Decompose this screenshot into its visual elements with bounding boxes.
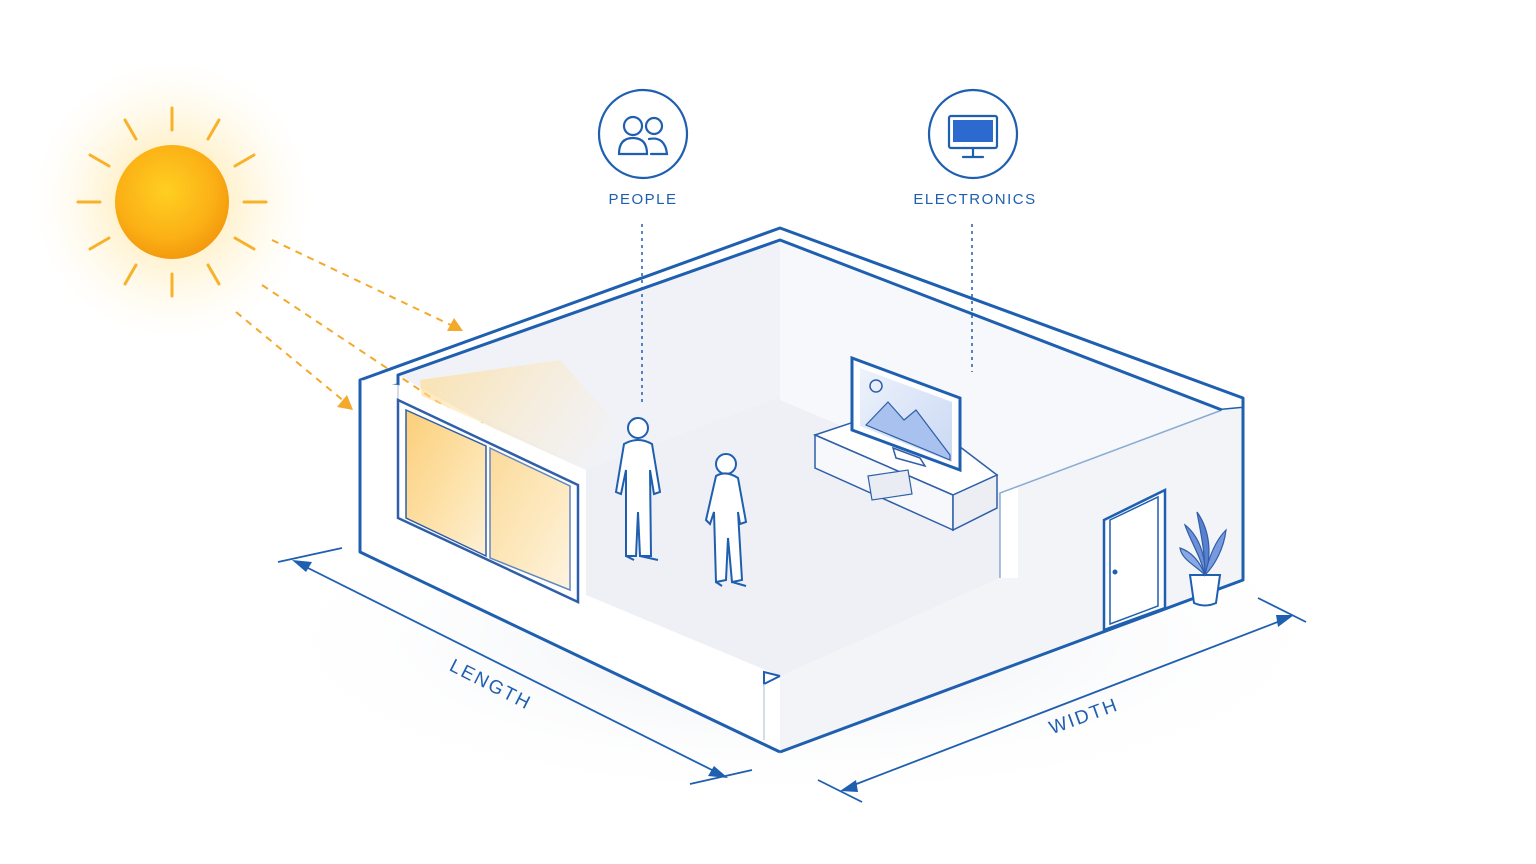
people-label: PEOPLE (608, 191, 677, 208)
sun-rays (235, 239, 481, 431)
person-man (614, 417, 662, 561)
width-dimension (817, 597, 1307, 803)
length-dimension (277, 547, 753, 785)
electronics-label: ELECTRONICS (913, 191, 1036, 208)
sun-icon (32, 60, 312, 340)
people-icon (597, 88, 689, 180)
plant-icon (1179, 511, 1227, 607)
tv-icon (850, 355, 962, 473)
door (1102, 487, 1167, 632)
window (396, 398, 580, 604)
monitor-icon (927, 88, 1019, 180)
front-wall-right (780, 408, 1243, 752)
person-woman (704, 453, 748, 587)
